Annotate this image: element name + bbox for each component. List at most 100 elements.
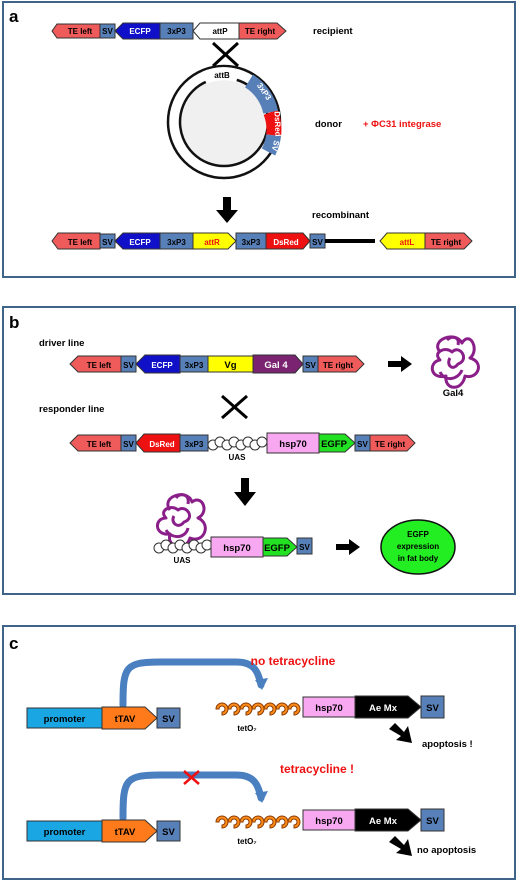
promoter-label: promoter <box>44 714 86 725</box>
sv-label: SV <box>305 361 316 370</box>
right-arrow-icon <box>336 539 360 555</box>
plasmid-3xp3-segment <box>244 74 279 115</box>
backbone-line <box>325 239 375 243</box>
teto-label: tetO₇ <box>237 724 256 733</box>
responder-construct: TE left SV DsRed 3xP3 UAS hsp70 EGFP SV … <box>69 432 416 462</box>
ttav-element <box>101 706 158 730</box>
tet-scenario: promoter tTAV SV tetracycline ! tetO₇ hs… <box>26 762 476 856</box>
ttav-label: tTAV <box>115 714 136 725</box>
egfp-label: EGFP <box>264 543 291 554</box>
recipient-construct: TE left SV ECFP 3xP3 attP TE right <box>51 22 287 40</box>
te-left-label: TE left <box>68 27 93 36</box>
sv-label: SV <box>426 703 439 714</box>
driver-line-label: driver line <box>39 338 84 349</box>
activation-arrowhead-icon <box>255 678 268 690</box>
egfp-element <box>318 433 356 453</box>
plasmid-attb-segment <box>201 67 240 85</box>
panel-c-letter: c <box>9 634 18 653</box>
attr-label: attR <box>204 238 220 247</box>
panel-a-letter: a <box>9 7 19 26</box>
blocked-x-icon <box>183 770 200 785</box>
panel-c-frame <box>2 625 516 880</box>
te-right-element <box>317 355 365 373</box>
donor-plasmid: attB 3xP3 DsRed SV <box>166 64 282 180</box>
promoter-label: promoter <box>44 827 86 838</box>
te-right-label: TE right <box>323 361 354 370</box>
te-right-element <box>424 232 473 250</box>
uas-label: UAS <box>229 453 247 462</box>
te-right-element <box>369 434 416 452</box>
gal4-label: Gal 4 <box>264 360 288 371</box>
apoptosis-label: apoptosis ! <box>422 739 473 750</box>
recipient-label: recipient <box>313 26 353 37</box>
hsp70-label: hsp70 <box>315 816 342 827</box>
bound-complex: UAS hsp70 EGFP SV <box>153 493 313 565</box>
gal4-protein-label: Gal4 <box>443 388 464 399</box>
right-arrow-icon <box>388 356 412 372</box>
teto-repeats <box>215 815 301 829</box>
three-xp3-label: 3xP3 <box>185 361 204 370</box>
cross-icon <box>211 41 240 68</box>
panel-b-letter: b <box>9 313 19 332</box>
dsred-label: DsRed <box>273 238 298 247</box>
responder-line-label: responder line <box>39 404 104 415</box>
plasmid-dsred-segment <box>263 109 282 137</box>
driver-construct: TE left SV ECFP 3xP3 Vg Gal 4 SV TE righ… <box>69 354 365 374</box>
te-right-label: TE right <box>375 440 406 449</box>
egfp-expression-ellipse <box>380 519 456 575</box>
sv-label: SV <box>162 714 175 725</box>
te-left-label: TE left <box>87 361 112 370</box>
uas-repeats <box>207 436 268 451</box>
three-xp3-label: 3xP3 <box>242 238 261 247</box>
activation-arrow <box>119 658 265 709</box>
attr-element <box>192 232 237 250</box>
sv-box <box>420 695 445 719</box>
diag-arrow-icon <box>389 723 412 743</box>
sv-label: SV <box>312 238 323 247</box>
down-arrow-icon <box>216 197 238 223</box>
plasmid-sv-label: SV <box>270 139 282 152</box>
ttav-element <box>101 819 158 843</box>
hsp70-label: hsp70 <box>279 439 306 450</box>
sv-box <box>156 820 181 842</box>
te-right-label: TE right <box>431 238 462 247</box>
ecfp-label: ECFP <box>151 361 173 370</box>
egfp-expression-line1: EGFP <box>407 530 429 539</box>
attl-label: attL <box>400 238 415 247</box>
three-xp3-label: 3xP3 <box>167 238 186 247</box>
sv-label: SV <box>426 816 439 827</box>
no-tet-scenario: promoter tTAV SV no tetracycline tetO₇ h… <box>26 654 473 750</box>
egfp-label: EGFP <box>321 439 348 450</box>
sv-label: SV <box>123 440 134 449</box>
egfp-element <box>262 537 298 557</box>
sv-box <box>156 707 181 729</box>
panel-a-frame <box>2 1 516 278</box>
activation-arrow <box>119 771 265 822</box>
egfp-expression-line3: in fat body <box>398 554 439 563</box>
sv-label: SV <box>299 543 310 552</box>
plasmid-attb-label: attB <box>214 71 230 80</box>
dsred-label: DsRed <box>149 440 174 449</box>
te-left-label: TE left <box>68 238 93 247</box>
aemx-label: Ae Mx <box>369 816 398 827</box>
aemx-element <box>354 695 422 719</box>
ecfp-label: ECFP <box>129 238 151 247</box>
ttav-label: tTAV <box>115 827 136 838</box>
three-xp3-label: 3xP3 <box>167 27 186 36</box>
donor-label: donor <box>315 119 342 130</box>
sv-label: SV <box>123 361 134 370</box>
recombinant-construct: TE left SV ECFP 3xP3 attR 3xP3 DsRed SV … <box>51 232 473 250</box>
cross-icon <box>221 394 248 420</box>
sv-label: SV <box>102 238 113 247</box>
diag-arrow-icon <box>389 836 412 856</box>
sv-box <box>420 808 445 832</box>
vg-label: Vg <box>224 360 236 371</box>
recombinant-label: recombinant <box>312 210 370 221</box>
gal4-element <box>252 354 304 374</box>
panel-b-frame <box>2 306 516 595</box>
three-xp3-label: 3xP3 <box>185 440 204 449</box>
te-right-label: TE right <box>245 27 276 36</box>
uas-label: UAS <box>174 556 192 565</box>
integrase-label: + ΦC31 integrase <box>363 119 441 130</box>
